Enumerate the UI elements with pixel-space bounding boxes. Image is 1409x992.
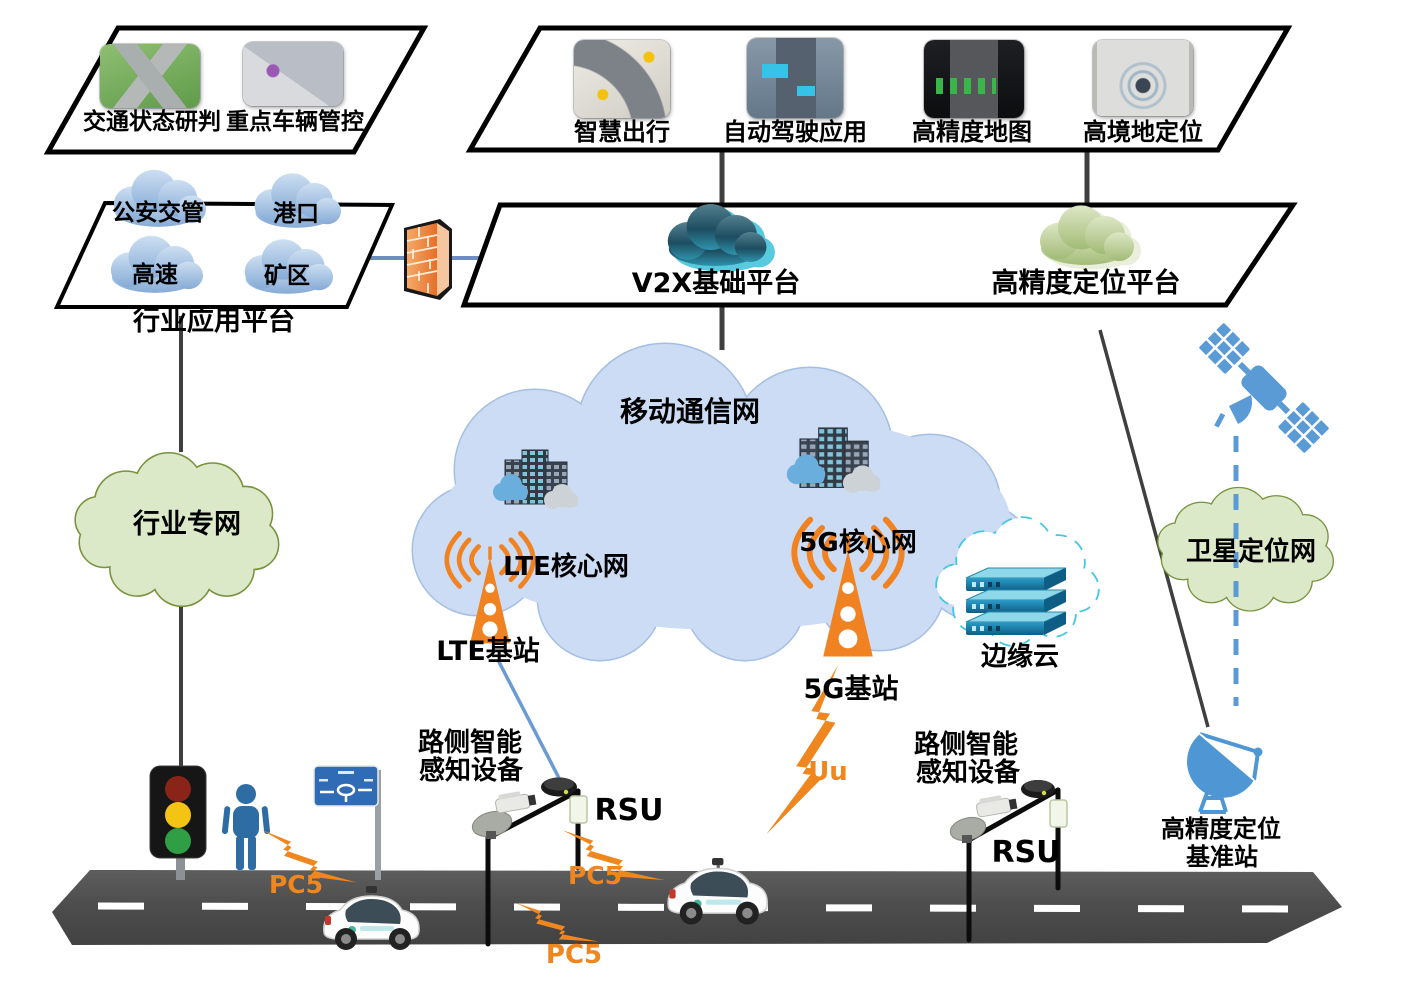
label-roadside-right-line1: 路侧智能	[913, 730, 1019, 760]
line-positioning-platform-to-base-station	[1098, 329, 1210, 728]
lidar-icon	[541, 777, 577, 797]
rsu-box-left	[569, 795, 588, 824]
label-rsu-right: RSU	[991, 835, 1061, 870]
camera-icon	[493, 788, 538, 814]
traffic-light-icon	[149, 765, 207, 880]
panel-industry-application-platform	[53, 200, 396, 309]
satellite-icon	[1196, 320, 1332, 456]
label-port: 港口	[273, 201, 319, 227]
thumbnail-traffic-status	[100, 44, 200, 108]
thumbnail-hd-positioning	[1093, 40, 1193, 116]
label-roadside-right-line2: 感知设备	[915, 758, 1021, 788]
label-highway: 高速	[132, 262, 178, 288]
label-gnss-station-line2: 基准站	[1186, 843, 1258, 871]
thumbnail-hd-map	[924, 40, 1024, 118]
autonomous-car-left	[323, 886, 420, 950]
panel-service-applications	[465, 25, 1293, 153]
label-smart-travel: 智慧出行	[574, 118, 670, 146]
label-mining: 矿区	[264, 263, 310, 289]
label-hd-map: 高精度地图	[912, 118, 1032, 146]
industry-private-network-cloud	[74, 452, 280, 608]
label-industry-application-platform: 行业应用平台	[133, 306, 295, 337]
label-lte-core: LTE核心网	[503, 552, 629, 582]
roadside-sensor-pole-right	[949, 780, 1068, 943]
autonomous-car-right	[667, 858, 768, 925]
label-traffic-status: 交通状态研判	[83, 109, 221, 135]
label-hd-positioning-app: 高境地定位	[1083, 118, 1203, 146]
line-lte-to-roadside	[496, 659, 562, 781]
label-pc5-person: PC5	[268, 870, 324, 899]
label-rsu-left: RSU	[594, 793, 664, 828]
label-gnss-station-line1: 高精度定位	[1161, 815, 1281, 843]
label-v2x-platform: V2X基础平台	[631, 268, 801, 299]
satellite-positioning-network-cloud	[1157, 486, 1335, 612]
label-5g-base-station: 5G基站	[803, 674, 899, 705]
label-mobile-network: 移动通信网	[619, 395, 761, 428]
label-pc5-v2v: PC5	[545, 940, 603, 970]
edge-cloud	[935, 516, 1100, 647]
pedestrian-icon	[221, 784, 271, 870]
label-roadside-left-line2: 感知设备	[418, 756, 524, 786]
label-lte-base-station: LTE基站	[436, 636, 540, 667]
label-industry-private-network: 行业专网	[133, 509, 241, 540]
edge-server-stack-icon	[965, 567, 1067, 635]
thumbnail-autonomous-driving	[747, 38, 843, 118]
label-uu: Uu	[808, 757, 848, 787]
road-sign-icon	[313, 765, 381, 880]
firewall-icon	[404, 219, 452, 300]
rsu-box-right	[1049, 799, 1068, 828]
label-5g-core: 5G核心网	[799, 528, 917, 558]
label-police-traffic: 公安交管	[112, 200, 204, 226]
lte-base-station-icon	[447, 533, 533, 643]
thumbnail-smart-travel	[574, 40, 670, 118]
label-positioning-platform: 高精度定位平台	[991, 268, 1181, 299]
gnss-dish-icon	[1187, 732, 1263, 814]
lidar-icon	[1021, 780, 1055, 798]
label-autonomous-driving: 自动驾驶应用	[723, 118, 867, 146]
label-roadside-left-line1: 路侧智能	[417, 728, 523, 758]
label-edge-cloud: 边缘云	[980, 642, 1060, 672]
label-key-vehicle: 重点车辆管控	[226, 109, 364, 135]
label-pc5-rsu: PC5	[567, 861, 623, 890]
thumbnail-key-vehicle	[243, 42, 343, 106]
connector-lines	[179, 150, 1210, 768]
roadside-sensor-pole-left	[471, 777, 588, 947]
label-satellite-network: 卫星定位网	[1185, 537, 1317, 567]
